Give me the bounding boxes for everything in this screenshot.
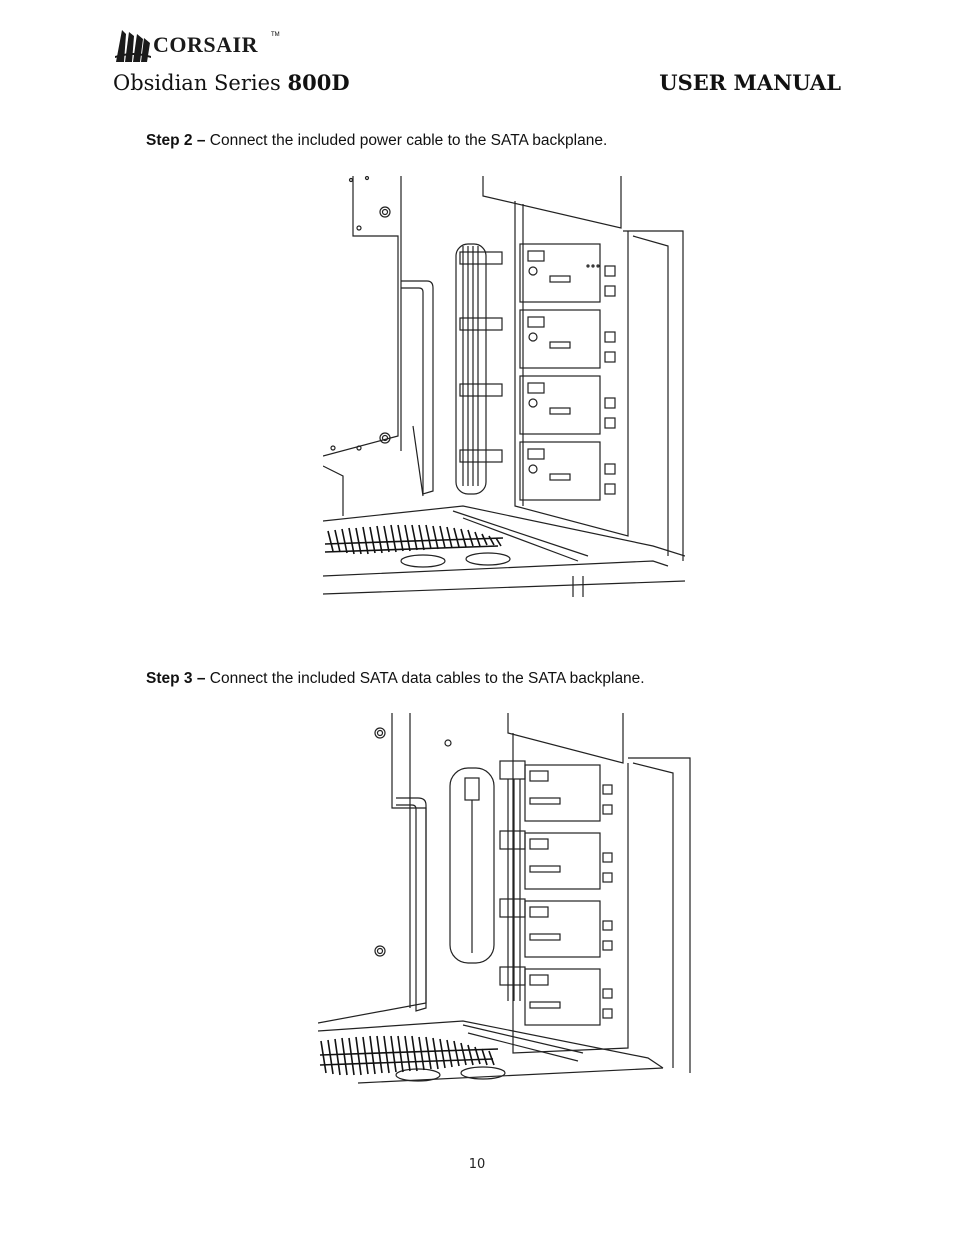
step-text: Connect the included power cable to the … bbox=[205, 132, 608, 149]
page-number: 10 bbox=[468, 1157, 486, 1172]
step-2-instruction: Step 2 – Connect the included power cabl… bbox=[146, 132, 607, 150]
trademark-symbol: TM bbox=[271, 32, 280, 38]
step-label: Step 3 – bbox=[146, 670, 206, 687]
step-label: Step 2 – bbox=[146, 132, 206, 149]
corsair-logo: CORSAIR TM bbox=[113, 24, 283, 64]
corsair-sails-icon bbox=[115, 30, 151, 62]
series-prefix: Obsidian Series bbox=[113, 71, 288, 95]
step-3-instruction: Step 3 – Connect the included SATA data … bbox=[146, 670, 645, 688]
sata-backplane-power-cable-illustration bbox=[322, 175, 686, 597]
sata-backplane-data-cables-illustration bbox=[317, 713, 691, 1084]
user-manual-title: USER MANUAL bbox=[659, 70, 841, 95]
corsair-wordmark: CORSAIR bbox=[153, 32, 258, 57]
figure-power-cable bbox=[322, 175, 686, 597]
product-series-title: Obsidian Series 800D bbox=[113, 70, 350, 95]
model-name: 800D bbox=[287, 70, 350, 95]
step-text: Connect the included SATA data cables to… bbox=[205, 670, 645, 687]
figure-data-cables bbox=[317, 713, 692, 1089]
